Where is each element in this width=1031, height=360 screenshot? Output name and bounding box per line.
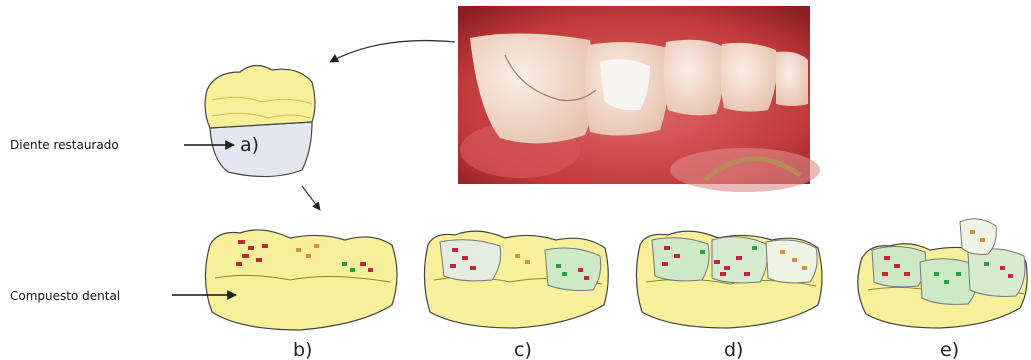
arrow-down-icon bbox=[302, 186, 320, 210]
tooth-d-illustration bbox=[636, 231, 822, 328]
panel-label-c: c) bbox=[514, 339, 532, 360]
dental-composite-label: Compuesto dental bbox=[10, 289, 120, 303]
curved-arrow-icon bbox=[330, 41, 455, 62]
restored-tooth-label: Diente restaurado bbox=[10, 138, 119, 152]
panel-label-b: b) bbox=[293, 339, 312, 360]
tooth-c-illustration bbox=[424, 231, 608, 328]
panel-label-a: a) bbox=[240, 134, 259, 156]
restored-tooth-illustration bbox=[205, 65, 315, 176]
panel-label-d: d) bbox=[724, 339, 743, 360]
dental-photo bbox=[458, 6, 820, 192]
tooth-e-illustration bbox=[858, 219, 1027, 328]
panel-label-e: e) bbox=[940, 339, 959, 360]
tooth-b-illustration bbox=[205, 230, 397, 330]
